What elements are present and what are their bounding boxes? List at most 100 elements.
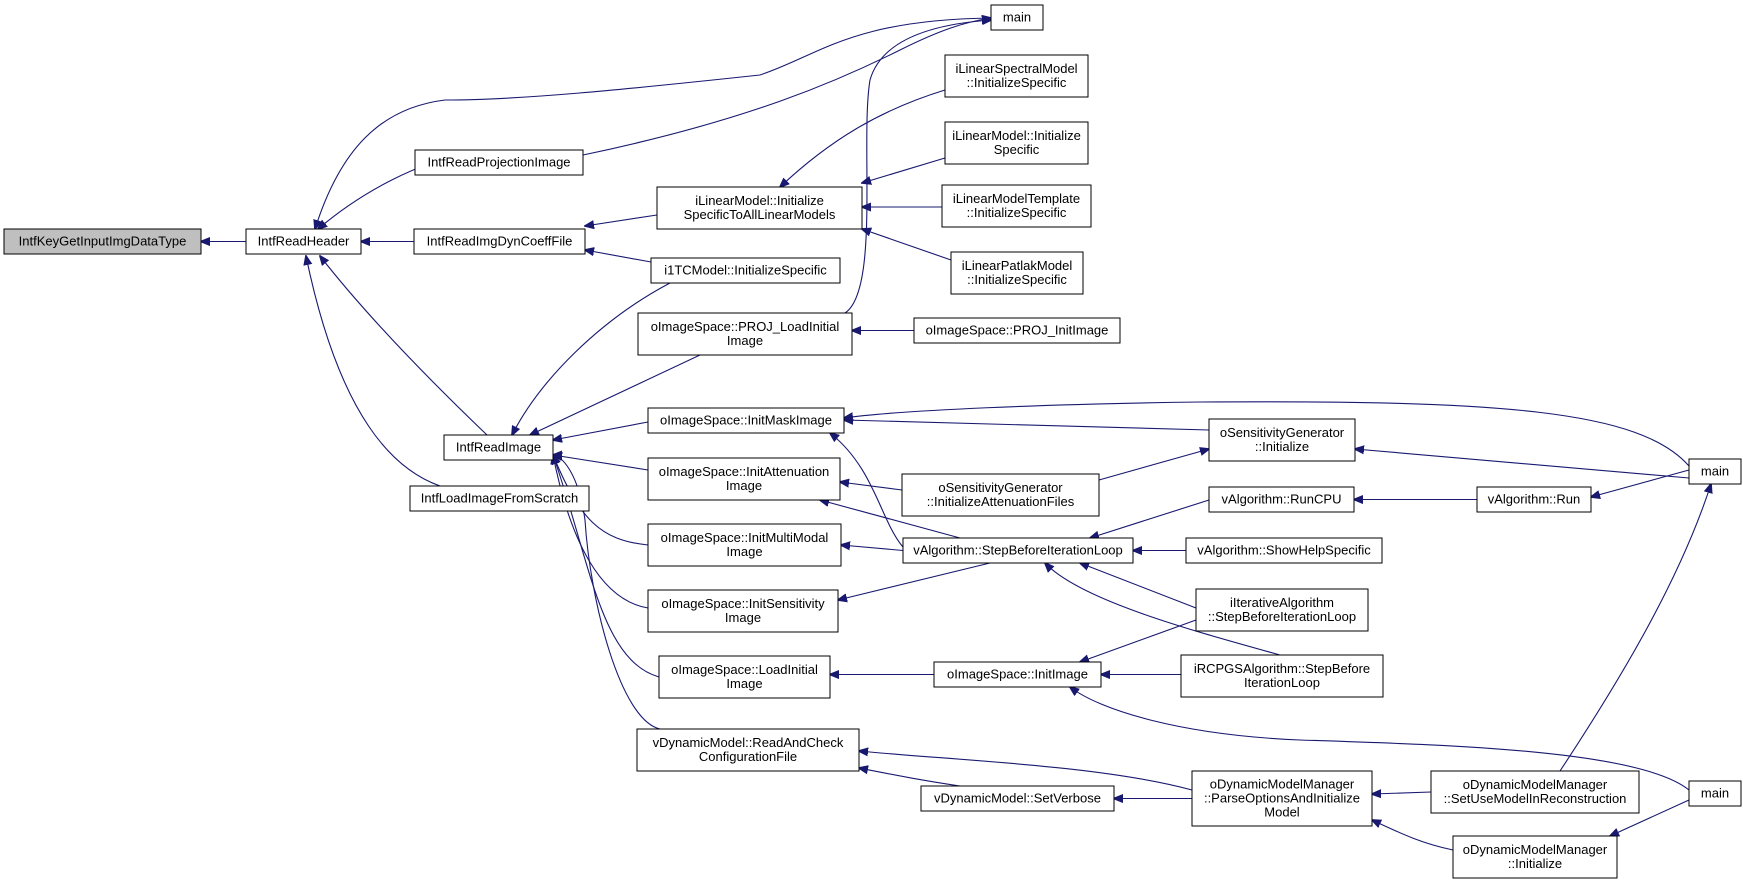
edge-dmmInit-to-parseOpts <box>1372 820 1454 851</box>
node-label: i1TCModel::InitializeSpecific <box>664 263 827 278</box>
node-box <box>656 186 863 230</box>
node-dmmInit[interactable]: oDynamicModelManager::Initialize <box>1452 835 1618 879</box>
edge-main2-to-initMask <box>844 401 1690 467</box>
node-main1[interactable]: main <box>990 4 1044 31</box>
node-label: vDynamicModel::SetVerbose <box>934 791 1101 806</box>
node-showHelp[interactable]: vAlgorithm::ShowHelpSpecific <box>1185 537 1383 564</box>
node-box <box>647 523 842 567</box>
node-setUse[interactable]: oDynamicModelManager::SetUseModelInRecon… <box>1430 770 1640 814</box>
edge-sensAtten-to-sensInit <box>1098 449 1209 481</box>
node-box <box>950 251 1084 295</box>
node-stepBefore[interactable]: vAlgorithm::StepBeforeIterationLoop <box>902 537 1134 564</box>
node-projInit[interactable]: oImageSpace::PROJ_InitImage <box>913 317 1121 344</box>
edge-initAtten-to-readImage <box>553 455 649 471</box>
node-box <box>1688 458 1742 485</box>
node-box <box>1191 770 1373 827</box>
node-linModelInit[interactable]: iLinearModel::InitializeSpecific <box>944 121 1089 165</box>
node-run[interactable]: vAlgorithm::Run <box>1476 486 1592 513</box>
node-label: ::SetUseModelInReconstruction <box>1444 791 1627 806</box>
node-label: IterationLoop <box>1244 675 1320 690</box>
node-readHeader[interactable]: IntfReadHeader <box>245 228 362 255</box>
node-box <box>1208 418 1356 462</box>
edge-projLoad-to-readImage <box>530 354 701 435</box>
node-runCPU[interactable]: vAlgorithm::RunCPU <box>1208 486 1355 513</box>
node-box <box>1180 654 1384 698</box>
node-readCheck[interactable]: vDynamicModel::ReadAndCheckConfiguration… <box>636 728 860 772</box>
node-box <box>1195 588 1369 632</box>
node-initImage[interactable]: oImageSpace::InitImage <box>933 661 1102 688</box>
node-readProj[interactable]: IntfReadProjectionImage <box>414 149 584 176</box>
node-iterStep[interactable]: iIterativeAlgorithm::StepBeforeIteration… <box>1195 588 1369 632</box>
edge-setUse-to-parseOpts <box>1372 792 1432 794</box>
node-readImage[interactable]: IntfReadImage <box>443 434 554 461</box>
node-label: IntfReadImgDynCoeffFile <box>427 234 573 249</box>
node-label: oImageSpace::InitImage <box>947 667 1088 682</box>
node-box <box>1688 780 1742 807</box>
node-box <box>944 54 1089 98</box>
node-label: iIterativeAlgorithm <box>1230 595 1334 610</box>
node-label: oImageSpace::InitAttenuation <box>659 464 830 479</box>
node-label: ConfigurationFile <box>699 749 797 764</box>
node-box <box>650 257 841 284</box>
node-label: vDynamicModel::ReadAndCheck <box>653 735 844 750</box>
node-box <box>1208 486 1355 513</box>
node-label: oImageSpace::InitSensitivity <box>661 596 825 611</box>
node-box <box>990 4 1044 31</box>
node-label: ::InitializeSpecific <box>967 75 1067 90</box>
node-main3[interactable]: main <box>1688 780 1742 807</box>
node-box <box>1185 537 1383 564</box>
node-linPatlak[interactable]: iLinearPatlakModel::InitializeSpecific <box>950 251 1084 295</box>
node-linSpectral[interactable]: iLinearSpectralModel::InitializeSpecific <box>944 54 1089 98</box>
node-label: vAlgorithm::Run <box>1488 492 1580 507</box>
edge-linAll-to-readDyn <box>585 214 658 226</box>
edge-linSpectral-to-linAll <box>780 89 946 187</box>
node-parseOpts[interactable]: oDynamicModelManager::ParseOptionsAndIni… <box>1191 770 1373 827</box>
node-label: ::ParseOptionsAndInitialize <box>1204 791 1360 806</box>
node-box <box>443 434 554 461</box>
node-label: iRCPGSAlgorithm::StepBefore <box>1194 661 1370 676</box>
node-label: iLinearModelTemplate <box>953 191 1080 206</box>
edge-readCheck-to-readImage <box>553 455 661 730</box>
edge-initMulti-to-readImage <box>553 455 649 546</box>
node-box <box>933 661 1102 688</box>
edge-sensAtten-to-initAtten <box>840 482 903 491</box>
node-label: oSensitivityGenerator <box>938 480 1063 495</box>
node-readDyn[interactable]: IntfReadImgDynCoeffFile <box>413 228 586 255</box>
node-box <box>637 312 853 356</box>
node-label: oImageSpace::InitMaskImage <box>660 413 832 428</box>
node-box <box>1476 486 1592 513</box>
node-main2[interactable]: main <box>1688 458 1742 485</box>
node-box <box>636 728 860 772</box>
node-box <box>3 228 202 255</box>
node-label: iLinearSpectralModel <box>955 61 1077 76</box>
node-setVerbose[interactable]: vDynamicModel::SetVerbose <box>920 785 1115 812</box>
node-rcpgs[interactable]: iRCPGSAlgorithm::StepBeforeIterationLoop <box>1180 654 1384 698</box>
node-label: oImageSpace::PROJ_InitImage <box>926 323 1109 338</box>
node-label: Image <box>726 478 762 493</box>
node-initMask[interactable]: oImageSpace::InitMaskImage <box>647 407 845 434</box>
node-i1tc[interactable]: i1TCModel::InitializeSpecific <box>650 257 841 284</box>
node-linTemplate[interactable]: iLinearModelTemplate::InitializeSpecific <box>941 184 1092 228</box>
node-sensInit[interactable]: oSensitivityGenerator::Initialize <box>1208 418 1356 462</box>
edge-rcpgs-to-stepBefore <box>1045 563 1281 656</box>
node-sensAtten[interactable]: oSensitivityGenerator::InitializeAttenua… <box>901 473 1100 517</box>
node-box <box>913 317 1121 344</box>
node-label: ::InitializeSpecific <box>967 205 1067 220</box>
edge-initSens-to-readImage <box>553 455 649 609</box>
node-label: IntfReadHeader <box>258 234 350 249</box>
node-label: oDynamicModelManager <box>1463 777 1608 792</box>
node-loadScratch[interactable]: IntfLoadImageFromScratch <box>409 485 590 512</box>
node-label: main <box>1701 786 1729 801</box>
node-label: oImageSpace::InitMultiModal <box>661 530 829 545</box>
node-root[interactable]: IntfKeyGetInputImgDataType <box>3 228 202 255</box>
node-linAll[interactable]: iLinearModel::InitializeSpecificToAllLin… <box>656 186 863 230</box>
edge-linPatlak-to-linAll <box>862 229 952 261</box>
node-label: IntfReadProjectionImage <box>427 155 570 170</box>
edges <box>201 18 1711 851</box>
